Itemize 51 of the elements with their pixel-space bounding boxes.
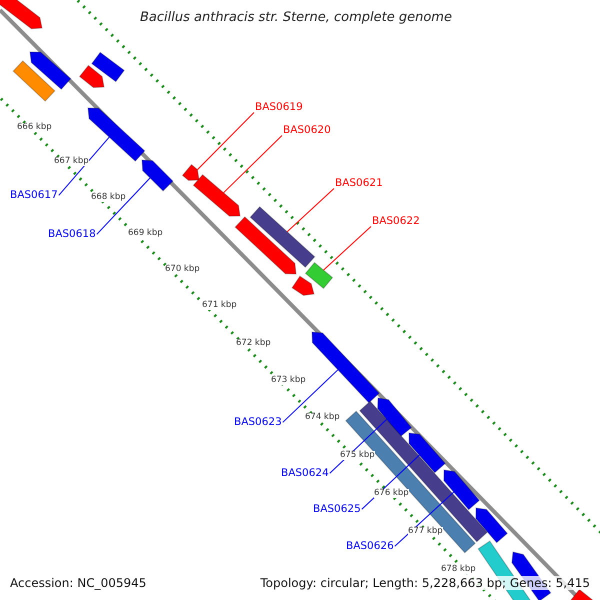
gene-bar	[0, 0, 43, 30]
gene-bar	[443, 469, 480, 510]
leader-line	[394, 492, 454, 547]
gene-bar	[141, 159, 174, 192]
leader-line	[286, 188, 334, 232]
gene-label: BAS0618	[48, 229, 96, 240]
leader-line	[282, 369, 338, 423]
gene-bar	[87, 107, 146, 162]
leader-line	[96, 177, 151, 235]
gene-bar	[182, 164, 200, 181]
gene-bar	[304, 262, 334, 290]
position-label: 678 kbp	[441, 565, 476, 574]
position-label: 672 kbp	[236, 339, 271, 348]
gene-bar	[91, 52, 125, 82]
gene-label: BAS0626	[346, 541, 394, 552]
leader-line	[58, 136, 110, 196]
position-label: 676 kbp	[374, 489, 409, 498]
position-label: 671 kbp	[202, 301, 237, 310]
genome-info: Topology: circular; Length: 5,228,663 bp; Genes: 5,415	[258, 576, 592, 590]
position-label: 666 kbp	[17, 123, 52, 132]
gene-bar	[29, 52, 72, 90]
gene-label: BAS0623	[234, 417, 282, 428]
gene-label: BAS0624	[281, 468, 329, 478]
gene-bar	[78, 64, 105, 88]
gene-bar	[234, 216, 297, 275]
gene-label: BAS0619	[255, 102, 303, 112]
gene-bar	[12, 60, 56, 102]
position-label: 670 kbp	[165, 265, 200, 274]
leader-line	[197, 112, 254, 170]
gene-bar	[377, 397, 412, 438]
gene-label: BAS0625	[313, 504, 361, 514]
genome-info: Accession: NC_005945	[8, 576, 148, 590]
leader-line	[323, 226, 372, 271]
title: Bacillus anthracis str. Sterne, complete genome	[140, 11, 452, 24]
gene-label: BAS0617	[10, 190, 58, 200]
gene-bar	[408, 432, 446, 474]
gene-label: BAS0621	[335, 178, 383, 188]
position-label: 668 kbp	[91, 193, 126, 202]
position-label: 667 kbp	[54, 157, 89, 166]
position-label: 674 kbp	[305, 413, 340, 422]
position-label: 675 kbp	[340, 451, 375, 460]
position-label: 669 kbp	[128, 229, 163, 238]
gene-bar	[250, 206, 316, 268]
gene-bar	[311, 331, 380, 404]
gene-bar	[359, 400, 488, 542]
gene-bar	[291, 276, 315, 296]
leader-line	[223, 135, 282, 194]
position-label: 677 kbp	[408, 527, 443, 536]
gene-bar	[192, 174, 241, 217]
gene-label: BAS0620	[283, 125, 331, 136]
gene-label: BAS0622	[372, 216, 420, 226]
